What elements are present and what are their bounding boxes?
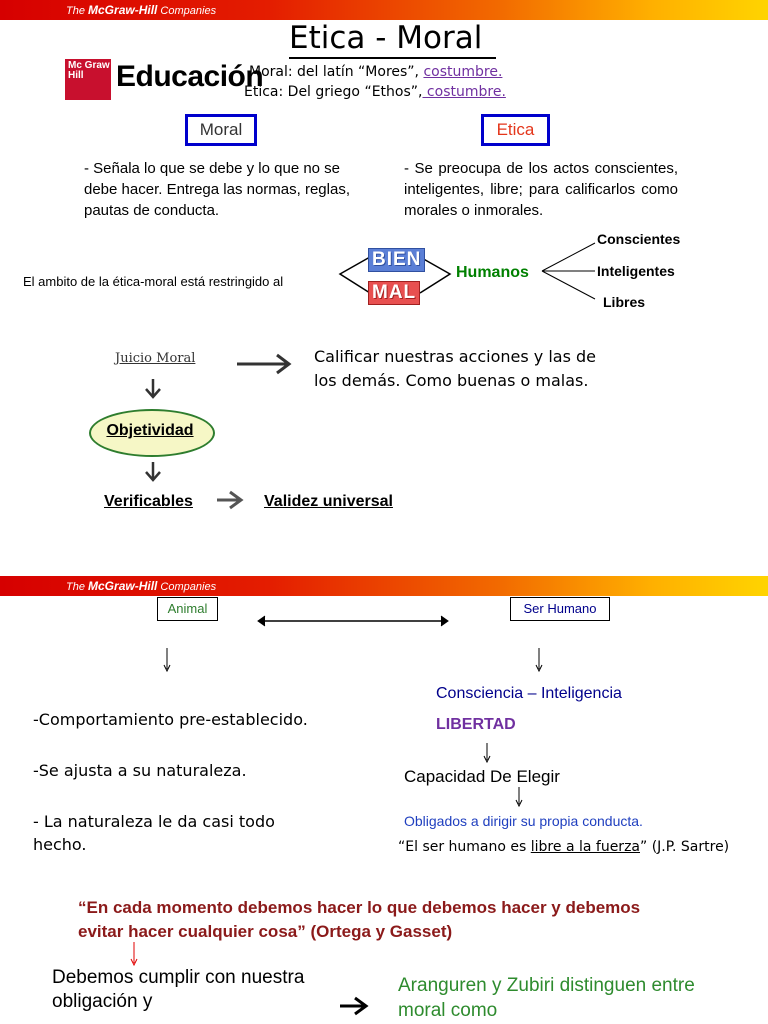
branch-libres: Libres — [603, 294, 646, 310]
libertad-label: LIBERTAD — [436, 716, 516, 733]
right-arrow-icon — [340, 996, 369, 1016]
humanos-label: Humanos — [456, 264, 529, 281]
capacidad-label: Capacidad De Elegir — [404, 767, 560, 786]
title-underline — [289, 57, 496, 59]
animal-point-1: -Comportamiento pre-establecido. — [33, 710, 308, 729]
etica-costumbre-link[interactable]: costumbre. — [422, 84, 506, 100]
aranguren-text: Aranguren y Zubiri distinguen entre mora… — [398, 975, 695, 1021]
verificables-label: Verificables — [104, 493, 193, 510]
etica-box: Etica — [481, 114, 550, 146]
header-banner: The McGraw-Hill Companies — [0, 576, 768, 596]
mcgraw-hill-logo: Mc Graw Hill — [65, 59, 111, 100]
obligados-label: Obligados a dirigir su propia conducta. — [404, 813, 643, 829]
down-arrow-icon — [145, 462, 161, 482]
down-arrow-icon — [483, 743, 491, 764]
down-arrow-icon — [163, 648, 171, 673]
branch-inteligentes: Inteligentes — [597, 263, 675, 279]
moral-box: Moral — [185, 114, 257, 146]
sartre-quote: “El ser humano es libre a la fuerza” (J.… — [398, 839, 730, 855]
mal-word: MAL — [368, 281, 421, 305]
branch-conscientes: Conscientes — [597, 231, 681, 247]
animal-point-3: - La naturaleza le da casi todo hecho. — [33, 812, 275, 854]
double-arrow-icon — [257, 615, 449, 627]
down-arrow-icon — [535, 648, 543, 673]
bien-word: BIEN — [368, 248, 426, 272]
down-arrow-icon — [515, 787, 523, 808]
ambito-text: El ambito de la ética-moral está restrin… — [23, 274, 284, 289]
etica-definition: Etica: Del griego “Ethos”, costumbre. — [244, 84, 506, 100]
juicio-moral-label: Juicio Moral — [115, 351, 196, 366]
objetividad-label: Objetividad — [106, 422, 194, 439]
down-arrow-icon — [130, 942, 138, 967]
humanos-branch-lines — [541, 242, 596, 300]
educacion-logo-text: Educación — [116, 60, 264, 93]
calificar-text: Calificar nuestras acciones y las de los… — [314, 347, 597, 390]
brand-text: The McGraw-Hill Companies — [66, 579, 217, 593]
objetividad-ellipse — [89, 409, 215, 457]
down-arrow-icon — [145, 379, 161, 399]
right-arrow-icon — [237, 353, 292, 375]
etica-description: - Se preocupa de los actos conscientes, … — [404, 160, 678, 219]
validez-label: Validez universal — [264, 493, 393, 510]
ortega-quote: “En cada momento debemos hacer lo que de… — [78, 898, 641, 941]
debemos-text: Debemos cumplir con nuestra obligación y — [52, 967, 305, 1012]
header-banner: The McGraw-Hill Companies — [0, 0, 768, 20]
brand-text: The McGraw-Hill Companies — [66, 3, 217, 17]
moral-costumbre-link[interactable]: costumbre. — [423, 64, 503, 80]
moral-description: - Señala lo que se debe y lo que no se d… — [84, 160, 350, 219]
ser-humano-box: Ser Humano — [510, 597, 610, 621]
consciencia-label: Consciencia – Inteligencia — [436, 685, 622, 702]
right-arrow-icon — [217, 490, 244, 510]
bien-mal-brackets — [338, 256, 452, 294]
animal-point-2: -Se ajusta a su naturaleza. — [33, 761, 247, 780]
page-title: Etica - Moral — [289, 20, 483, 56]
moral-definition: Moral: del latín “Mores”, costumbre. — [249, 64, 503, 80]
animal-box: Animal — [157, 597, 218, 621]
